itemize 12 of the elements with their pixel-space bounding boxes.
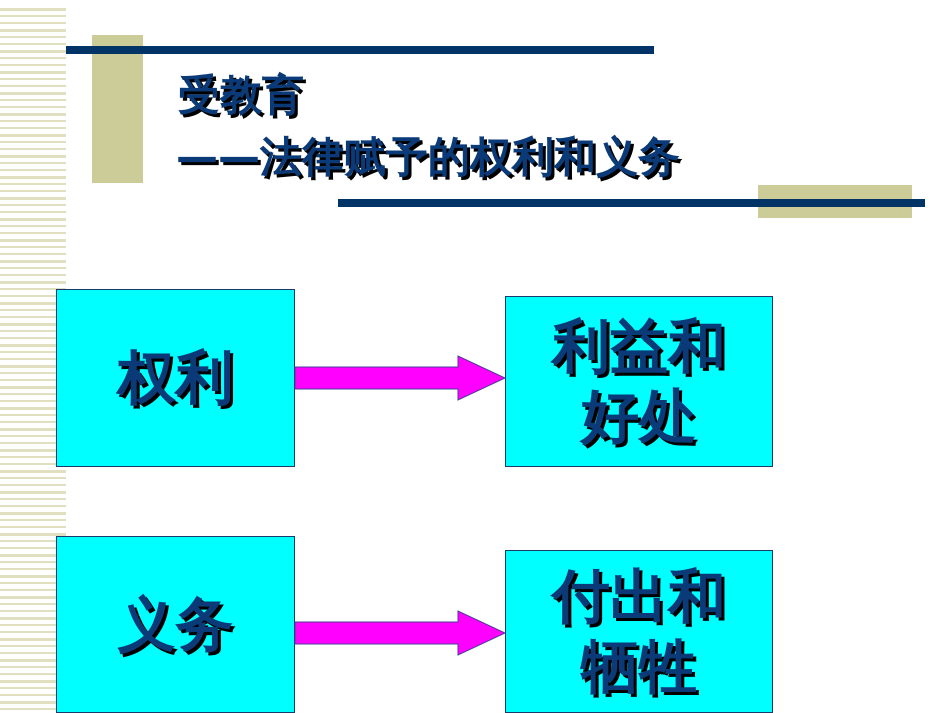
concept-box xyxy=(505,550,773,713)
concept-box xyxy=(56,289,295,467)
block-arrow xyxy=(294,355,506,401)
box-text: 利益和好处 xyxy=(549,312,727,452)
title: 受教育 xyxy=(178,72,304,118)
box-text: 付出和牺牲 xyxy=(549,562,727,702)
block-arrow xyxy=(294,610,506,656)
box-text: 权利 xyxy=(114,343,234,413)
subtitle: ——法律赋予的权利和义务 xyxy=(176,134,680,180)
concept-box xyxy=(56,536,295,713)
box-text: 义务 xyxy=(116,590,234,660)
concept-box xyxy=(505,296,773,467)
